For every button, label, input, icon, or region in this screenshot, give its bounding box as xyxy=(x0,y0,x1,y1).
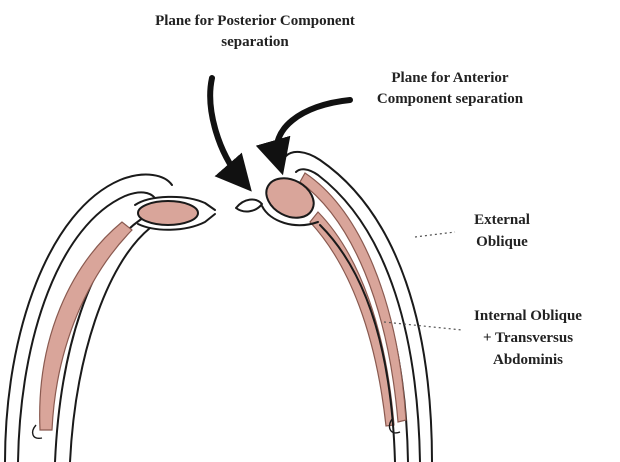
right-abdominal-wall xyxy=(236,152,432,462)
left-abdominal-wall xyxy=(5,175,215,462)
left-inner-lining xyxy=(70,228,150,462)
posterior-plane-arrow xyxy=(210,78,240,178)
internal-oblique-label-line3: Abdominis xyxy=(493,352,563,368)
internal-oblique-label-line1: Internal Oblique xyxy=(474,308,582,324)
external-oblique-leader xyxy=(415,232,455,237)
posterior-plane-label-line2: separation xyxy=(221,34,289,50)
left-rectus-lateral-muscle xyxy=(40,222,132,430)
external-oblique-label-line2: Oblique xyxy=(476,234,528,250)
internal-oblique-label-line2: + Transversus xyxy=(483,330,573,346)
anterior-plane-label-line1: Plane for Anterior xyxy=(391,70,509,86)
left-fascia-outer xyxy=(18,192,155,462)
internal-oblique-leader xyxy=(384,322,462,330)
anterior-plane-label-line2: Component separation xyxy=(377,91,524,107)
anterior-plane-arrow xyxy=(277,100,350,158)
left-rectus-muscle xyxy=(138,201,198,225)
right-fascia-inner xyxy=(320,225,395,462)
external-oblique-label-line1: External xyxy=(474,212,530,228)
midline-linea-alba xyxy=(236,199,262,211)
posterior-plane-label-line1: Plane for Posterior Component xyxy=(155,13,355,29)
